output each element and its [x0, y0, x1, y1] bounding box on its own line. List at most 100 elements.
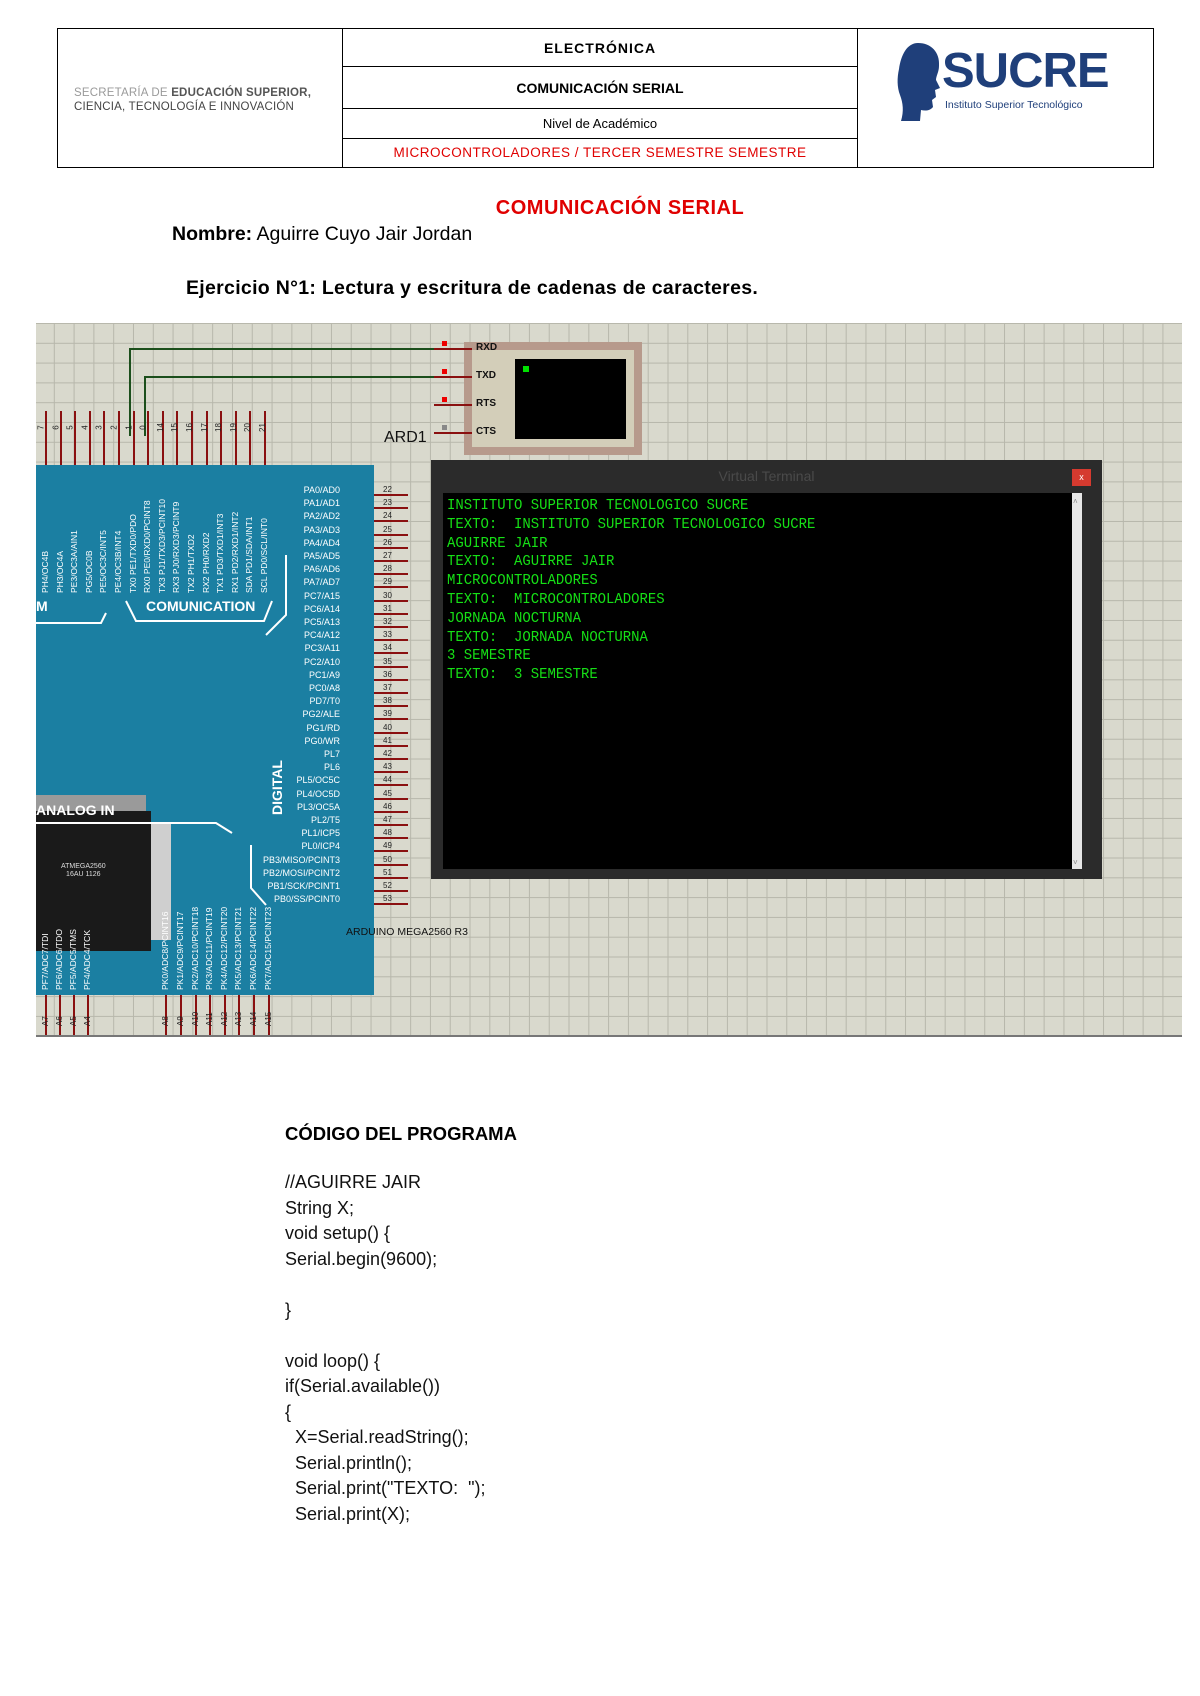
pin-number: 27: [383, 551, 392, 560]
pin-line: [205, 411, 208, 465]
pin-line: [374, 692, 408, 694]
pin-label: PG1/RD: [306, 722, 340, 733]
component-reference: ARD1: [384, 429, 427, 446]
pin-number: 17: [199, 423, 209, 432]
pin-line: [267, 995, 270, 1035]
pin-label: PL5/OC5C: [296, 775, 340, 786]
pin-label: PL4/OC5D: [296, 788, 340, 799]
sucre-logo-subtitle: Instituto Superior Tecnológico: [945, 99, 1083, 111]
pin-label: RX3 PJ0/RXD3/PCINT9: [171, 501, 182, 593]
pin-line: [59, 995, 61, 1035]
pin-label: PK4/ADC12/PCINT20: [218, 906, 229, 990]
pin-label: PF5/ADC5/TMS: [68, 929, 78, 990]
pin-number: 23: [383, 498, 392, 508]
pin-number: 31: [383, 603, 392, 613]
pin-number: A6: [55, 1016, 64, 1026]
pin-line: [194, 995, 197, 1035]
pin-number: 41: [383, 735, 392, 745]
pin-line: [374, 494, 408, 496]
pin-number: 5: [65, 425, 75, 430]
pin-label: PH4/OC4B: [40, 550, 50, 593]
pin-line: [374, 850, 408, 853]
pin-label: PL7: [323, 749, 340, 759]
pin-line: [374, 652, 408, 655]
pin-number: A12: [219, 1011, 229, 1026]
arduino-mega-board[interactable]: ATMEGA2560 16AU 1126 M COMUNICATION DIGI…: [36, 465, 374, 995]
pin-line: [45, 411, 47, 465]
pin-line: [374, 758, 408, 760]
pin-number: 7: [36, 425, 46, 430]
cursor-dot: [523, 366, 529, 372]
terminal-line: TEXTO: AGUIRRE JAIR: [447, 553, 615, 571]
pin-line: [45, 995, 47, 1035]
pin-state-rts: [442, 397, 447, 402]
pin-number: 32: [383, 617, 392, 626]
pin-number: 44: [383, 775, 392, 785]
pin-label: RX2 PH0/RXD2: [200, 532, 211, 593]
pin-number: A8: [161, 1016, 171, 1026]
pin-label: PL6: [323, 762, 340, 773]
terminal-line: 3 SEMESTRE: [447, 647, 531, 665]
pin-label: PD7/T0: [309, 696, 340, 707]
pin-label: PG2/ALE: [302, 709, 340, 720]
pin-label: PA2/AD2: [303, 511, 340, 522]
terminal-line: TEXTO: INSTITUTO SUPERIOR TECNOLOGICO SU…: [447, 515, 816, 533]
pin-state-cts: [442, 425, 447, 430]
virtual-terminal-window[interactable]: Virtual Terminal x INSTITUTO SUPERIOR TE…: [431, 460, 1102, 879]
pin-line: [374, 520, 408, 523]
pin-number: 20: [243, 423, 253, 432]
pin-label-rxd: RXD: [476, 342, 498, 353]
virtual-terminal-title: Virtual Terminal: [718, 468, 815, 484]
pin-label: PC1/A9: [308, 669, 340, 680]
pin-number: 26: [383, 537, 392, 547]
pin-line: [374, 573, 408, 576]
chip-notch: [151, 822, 171, 940]
pin-line: [74, 411, 77, 465]
pin-number: 34: [383, 643, 392, 653]
schematic-bottom-edge: [36, 1035, 1182, 1037]
pin-label: PC6/A14: [303, 603, 340, 614]
microcontroller-chip: [36, 811, 151, 951]
pin-label: PC2/A10: [303, 656, 340, 667]
pin-label: PE5/OC3C/INT5: [98, 530, 109, 593]
scroll-up-icon[interactable]: ˄: [1073, 497, 1078, 506]
pin-label: PC0/A8: [308, 683, 340, 693]
wire-rxd: [129, 348, 467, 350]
pin-label: PE3/OC3A/AIN1: [69, 530, 80, 593]
pin-label: PF6/ADC6/TDO: [54, 929, 64, 990]
close-button[interactable]: x: [1072, 469, 1091, 486]
pin-number: 43: [383, 762, 392, 772]
pin-label-rts: RTS: [476, 398, 496, 409]
pin-label: TX2 PH1/TXD2: [186, 534, 196, 593]
pin-line: [374, 560, 408, 562]
scroll-down-icon[interactable]: ˅: [1073, 858, 1078, 867]
pin-label: PC3/A11: [304, 643, 340, 654]
pin-number: 15: [170, 423, 180, 432]
pin-number: A4: [83, 1016, 92, 1026]
pin-number: 28: [383, 564, 392, 574]
pin-line: [249, 411, 252, 465]
terminal-line: INSTITUTO SUPERIOR TECNOLOGICO SUCRE: [447, 497, 749, 514]
pin-label: PL3/OC5A: [296, 801, 340, 812]
pin-number: A5: [69, 1016, 78, 1026]
area-label: ELECTRÓNICA: [343, 29, 857, 67]
scrollbar[interactable]: ˄ ˅: [1072, 493, 1082, 869]
pin-number: 35: [383, 656, 392, 666]
pin-label: RX1 PD2/RXD1/INT2: [229, 511, 240, 593]
terminal-line: JORNADA NOCTURNA: [447, 609, 581, 627]
virtual-terminal-symbol-screen: [515, 359, 626, 439]
pin-line-rts: [434, 404, 472, 406]
pin-line: [374, 546, 408, 549]
pin-line: [374, 797, 408, 800]
pin-line: [374, 890, 408, 892]
pin-line: [374, 612, 408, 615]
pin-label: RX0 PE0/RXD0/PCINT8: [142, 500, 153, 593]
terminal-line: AGUIRRE JAIR: [447, 534, 548, 552]
pin-line: [59, 411, 62, 465]
name-label: Nombre:: [172, 223, 253, 245]
pin-label: PK7/ADC15/PCINT23: [262, 906, 273, 990]
pin-number: 6: [51, 425, 61, 430]
pin-line: [88, 411, 91, 465]
